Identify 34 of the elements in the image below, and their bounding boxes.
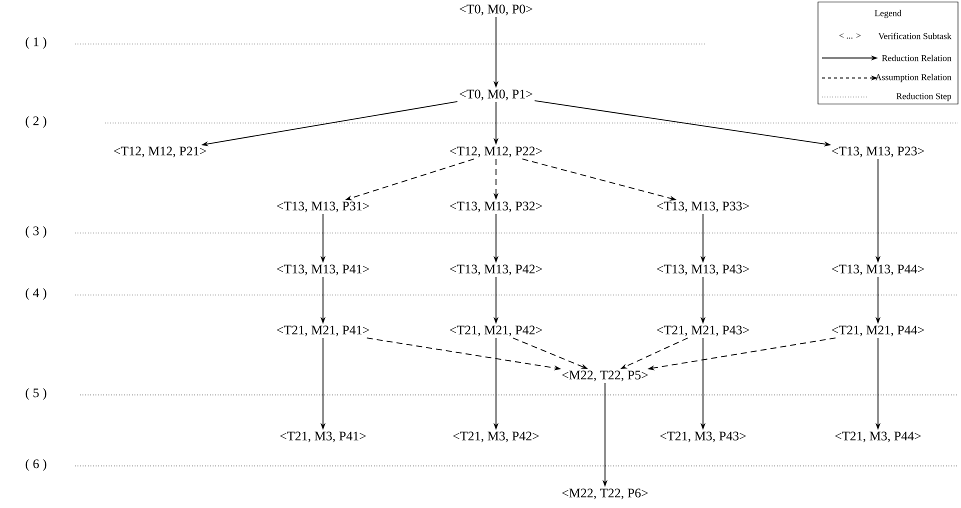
subtask-label: <T13, M13, P42> <box>450 264 542 276</box>
subtask-label: <T13, M13, P44> <box>832 264 924 276</box>
legend-text: Reduction Relation <box>882 54 952 62</box>
subtask-label: <T21, M3, P44> <box>835 432 921 442</box>
subtask-label: <T13, M13, P43> <box>656 264 750 276</box>
subtask-label: <T21, M21, P41> <box>276 326 370 336</box>
legend-title: Legend <box>874 10 902 18</box>
legend-sample: < ... > <box>839 33 861 39</box>
subtask-label: <T13, M13, P41> <box>276 264 370 276</box>
step-label: ( 1 ) <box>26 37 46 49</box>
subtask-label: <T21, M21, P42> <box>450 326 542 336</box>
subtask-label: <T13, M13, P31> <box>276 202 370 212</box>
subtask-label: <T13, M13, P32> <box>450 202 542 212</box>
step-label: ( 3 ) <box>26 226 46 238</box>
step-label: ( 2 ) <box>26 116 46 128</box>
subtask-label: <T12, M12, P21> <box>114 146 206 158</box>
step-label: ( 4 ) <box>26 288 46 300</box>
subtask-label: <T21, M3, P43> <box>660 432 746 442</box>
subtask-label: <M22, T22, P6> <box>562 488 648 500</box>
legend-text: Assumption Relation <box>875 74 952 82</box>
subtask-label: <T21, M3, P42> <box>453 432 539 442</box>
subtask-label: <T13, M13, P23> <box>832 146 924 158</box>
subtask-label: <T12, M12, P22> <box>450 146 542 158</box>
subtask-label: <T21, M21, P44> <box>832 326 924 336</box>
subtask-label: <T21, M21, P43> <box>656 326 750 336</box>
subtask-label: <T13, M13, P33> <box>656 202 750 212</box>
step-label: ( 5 ) <box>26 388 46 400</box>
subtask-label: <T21, M3, P41> <box>280 432 366 442</box>
subtask-label: <M22, T22, P5> <box>562 370 648 382</box>
step-label: ( 6 ) <box>26 459 46 471</box>
subtask-label: <T0, M0, P0> <box>460 4 532 16</box>
legend-text: Reduction Step <box>896 92 952 102</box>
legend-text: Verification Subtask <box>878 32 952 40</box>
subtask-label: <T0, M0, P1> <box>460 90 532 100</box>
